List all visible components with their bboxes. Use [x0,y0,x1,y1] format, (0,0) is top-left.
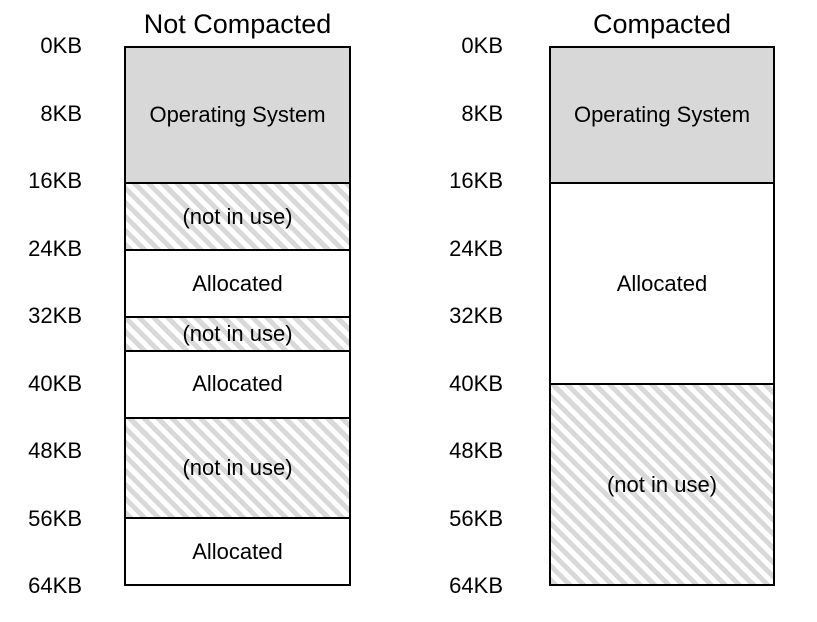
segment-not-in-use: (not in use) [126,182,349,249]
segment-not-in-use: (not in use) [126,416,349,517]
diagram-title-compacted: Compacted [592,9,732,39]
tick-label-40kb: 40KB [449,370,503,396]
segment-label-not-in-use: (not in use) [182,320,293,346]
segment-label-not-in-use: (not in use) [182,203,293,229]
segment-label-not-in-use: (not in use) [182,454,293,480]
segment-operating-system: Operating System [126,48,349,182]
segment-label-operating-system: Operating System [149,102,326,127]
segment-not-in-use: (not in use) [551,383,773,584]
tick-label-64kb: 64KB [449,573,503,598]
tick-label-0kb: 0KB [461,33,503,58]
tick-label-24kb: 24KB [449,235,503,261]
tick-label-48kb: 48KB [449,438,503,463]
segment-label-operating-system: Operating System [573,102,751,127]
segment-allocated: Allocated [551,182,773,383]
segment-label-allocated: Allocated [192,538,283,564]
tick-label-56kb: 56KB [28,505,82,531]
segment-label-allocated: Allocated [192,371,283,396]
tick-label-16kb: 16KB [449,168,503,193]
segment-not-in-use: (not in use) [126,316,349,350]
segment-allocated: Allocated [126,249,349,316]
segment-operating-system: Operating System [551,48,773,182]
tick-label-40kb: 40KB [28,370,82,396]
segment-allocated: Allocated [126,349,349,417]
segment-allocated: Allocated [126,517,349,584]
tick-label-0kb: 0KB [40,33,82,58]
tick-label-8kb: 8KB [461,100,503,126]
memory-box: Operating System (not in use) Allocated (no… [124,46,351,586]
tick-label-48kb: 48KB [28,438,82,463]
tick-label-24kb: 24KB [28,235,82,261]
tick-label-32kb: 32KB [449,303,503,328]
tick-label-56kb: 56KB [449,505,503,531]
tick-label-column: 0KB 8KB 16KB 24KB 32KB 40KB 48KB 56KB 64KB [14,35,82,597]
segment-label-allocated: Allocated [616,270,708,296]
tick-label-32kb: 32KB [28,303,82,328]
segment-label-allocated: Allocated [192,270,283,296]
segment-label-not-in-use: (not in use) [606,471,718,497]
tick-label-64kb: 64KB [28,573,82,598]
tick-label-column: 0KB 8KB 16KB 24KB 32KB 40KB 48KB 56KB 64KB [436,35,503,597]
tick-label-8kb: 8KB [40,100,82,126]
tick-label-16kb: 16KB [28,168,82,193]
diagram-title-not-compacted: Not Compacted [143,9,332,39]
